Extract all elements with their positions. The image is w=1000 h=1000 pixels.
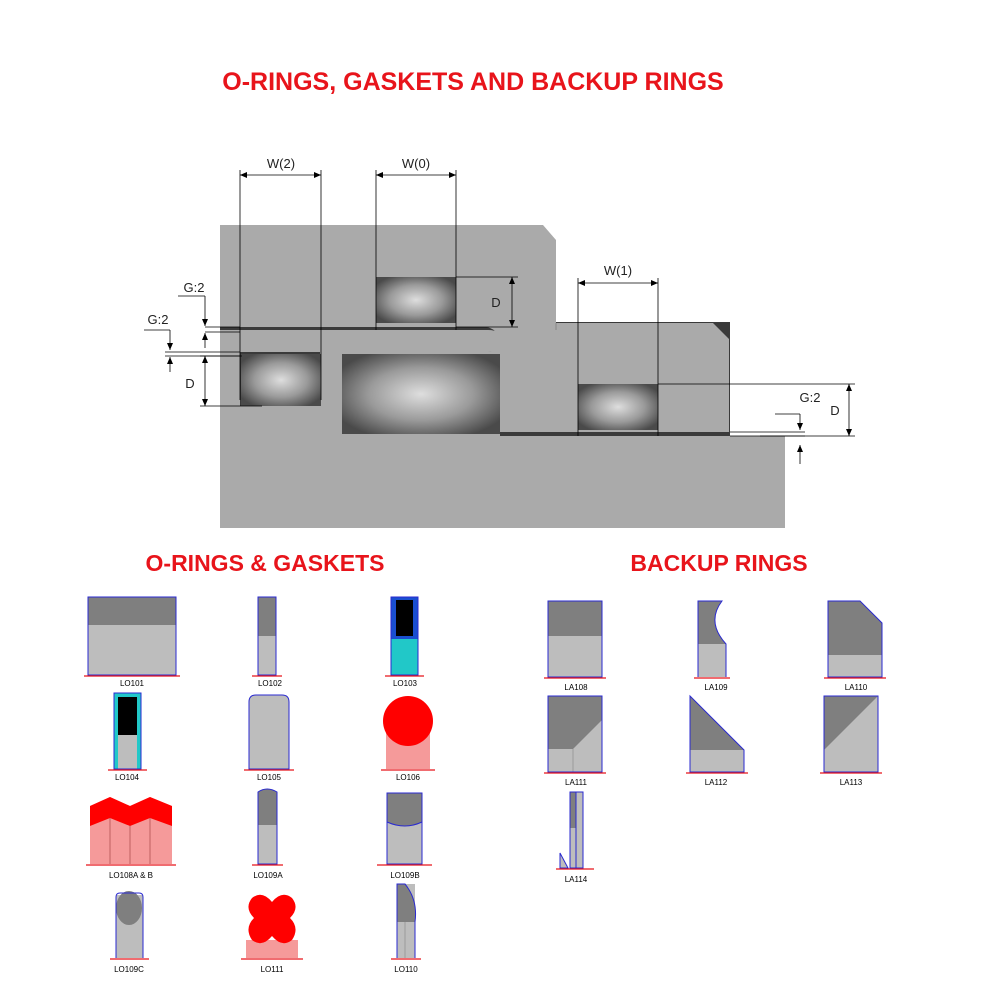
dim-g2-right-label: G:2: [800, 390, 821, 405]
profile-lo108: LO108A & B: [86, 797, 176, 880]
dim-g2-upper-label: G:2: [184, 280, 205, 295]
profile-la110: LA110: [824, 600, 886, 692]
dim-d-left-label: D: [185, 376, 194, 391]
backup-section-title: BACKUP RINGS: [630, 550, 807, 576]
profile-lo105: LO105: [244, 694, 294, 782]
profile-la114: LA114: [556, 791, 594, 884]
caption-lo109c: LO109C: [114, 965, 144, 974]
caption-lo104: LO104: [115, 773, 140, 782]
dim-w2-label: W(2): [267, 156, 295, 171]
profile-la109: LA109: [694, 600, 730, 692]
profile-lo110: LO110: [391, 883, 421, 974]
profile-lo104: LO104: [108, 692, 147, 782]
caption-la114: LA114: [565, 875, 588, 884]
profile-lo109b: LO109B: [377, 792, 432, 880]
oring-w1: [578, 384, 658, 430]
caption-la110: LA110: [845, 683, 868, 692]
caption-lo102: LO102: [258, 679, 283, 688]
caption-la111: LA111: [565, 778, 587, 787]
caption-lo109a: LO109A: [253, 871, 283, 880]
main-title: O-RINGS, GASKETS AND BACKUP RINGS: [222, 68, 723, 96]
profile-lo102: LO102: [252, 596, 283, 688]
caption-lo110: LO110: [394, 965, 418, 974]
profile-la111: LA111: [544, 695, 606, 787]
caption-lo111: LO111: [261, 965, 284, 974]
caption-la109: LA109: [704, 683, 728, 692]
caption-lo105: LO105: [257, 773, 282, 782]
profile-lo111: LO111: [241, 894, 303, 974]
profile-la112: LA112: [686, 694, 748, 787]
upper-housing: [220, 225, 729, 432]
dim-d-upper-label: D: [491, 295, 500, 310]
caption-la113: LA113: [840, 778, 863, 787]
oring-w2: [241, 354, 321, 406]
gasket-center: [342, 354, 500, 434]
profile-lo101: LO101: [84, 596, 180, 688]
caption-lo106: LO106: [396, 773, 421, 782]
shaft-tongue: [220, 330, 502, 352]
oring-w0: [376, 277, 456, 323]
caption-lo101: LO101: [120, 679, 145, 688]
dim-d-right-label: D: [830, 403, 839, 418]
caption-lo109b: LO109B: [390, 871, 419, 880]
caption-lo108: LO108A & B: [109, 871, 153, 880]
profile-lo109c: LO109C: [110, 891, 149, 974]
dim-g2-lower-label: G:2: [148, 312, 169, 327]
dim-w0-label: W(0): [402, 156, 430, 171]
profile-la113: LA113: [820, 695, 882, 787]
profile-la108: LA108: [544, 600, 606, 692]
assembly-cross-section: W(2) W(0) W(1) D D D: [144, 156, 855, 528]
profile-lo106: LO106: [381, 696, 435, 782]
profile-lo109a: LO109A: [252, 788, 283, 880]
caption-la112: LA112: [705, 778, 728, 787]
dim-w1-label: W(1): [604, 263, 632, 278]
caption-lo103: LO103: [393, 679, 418, 688]
profile-lo103: LO103: [385, 596, 424, 688]
caption-la108: LA108: [564, 683, 588, 692]
orings-section-title: O-RINGS & GASKETS: [146, 550, 385, 576]
